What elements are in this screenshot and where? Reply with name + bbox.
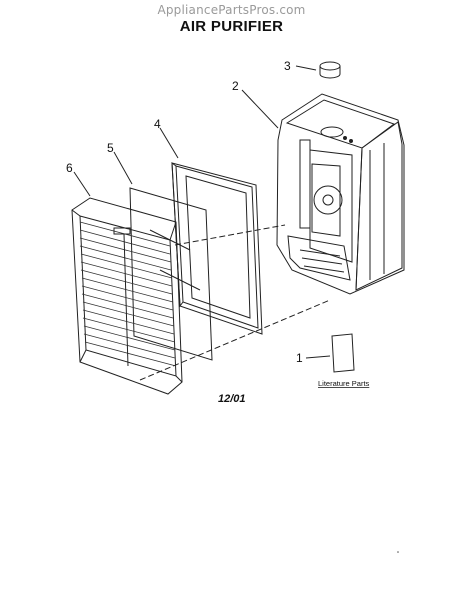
callout-6: 6: [66, 161, 73, 175]
watermark: AppliancePartsPros.com: [157, 3, 306, 17]
alignment-line: [139, 299, 331, 381]
part-housing: [276, 93, 405, 295]
part-knob: [319, 61, 341, 79]
part-front-grille: [71, 197, 183, 395]
callout-3: 3: [284, 59, 291, 73]
literature-parts-label: Literature Parts: [318, 379, 370, 388]
callout-4: 4: [154, 117, 161, 131]
part-literature: [331, 333, 355, 373]
callout-2: 2: [232, 79, 239, 93]
stray-mark: [397, 551, 399, 553]
diagram-title: AIR PURIFIER: [179, 18, 284, 35]
part-filter-frame: [171, 161, 263, 335]
date-code: 12/01: [218, 393, 246, 405]
callout-5: 5: [107, 141, 114, 155]
alignment-line: [174, 224, 286, 246]
leader-lines: [73, 65, 331, 359]
callout-1: 1: [296, 351, 303, 365]
